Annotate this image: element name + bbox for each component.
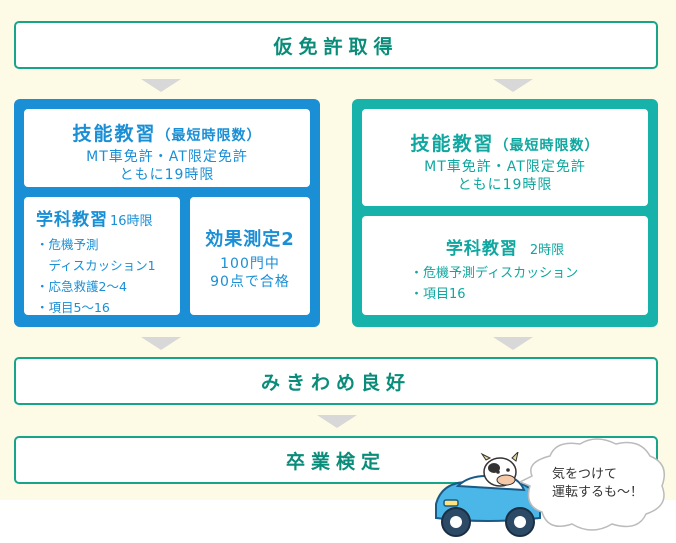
left-effect-line2: 90点で合格 bbox=[210, 274, 290, 290]
list-item: ・項目5〜16 bbox=[36, 300, 110, 315]
left-effect-title: 効果測定2 bbox=[205, 229, 295, 250]
list-item: ・応急救護2〜4 bbox=[36, 279, 127, 294]
step-graduation-label: 卒業検定 bbox=[285, 450, 386, 473]
right-skill-title: 技能教習 bbox=[410, 133, 495, 155]
left-effect-card: 効果測定2 100門中 90点で合格 bbox=[190, 197, 310, 315]
step-mikiwame-label: みきわめ良好 bbox=[260, 371, 411, 394]
right-skill-paren: （最短時限数） bbox=[494, 138, 600, 154]
step-provisional-license: 仮免許取得 bbox=[14, 21, 658, 69]
arrow-down-right-1 bbox=[493, 79, 533, 92]
left-academic-title: 学科教習 bbox=[36, 210, 108, 230]
left-skill-card: 技能教習（最短時限数） MT車免許・AT限定免許 ともに19時限 bbox=[24, 109, 310, 187]
arrow-down-right-2 bbox=[493, 337, 533, 350]
left-skill-title: 技能教習 bbox=[72, 123, 157, 145]
arrow-down-left-1 bbox=[141, 79, 181, 92]
left-skill-line1: MT車免許・AT限定免許 bbox=[86, 149, 248, 165]
list-item: ・危機予測 bbox=[36, 237, 99, 252]
list-item: ディスカッション1 bbox=[36, 258, 156, 273]
speech-bubble-icon bbox=[520, 438, 665, 531]
right-skill-line2: ともに19時限 bbox=[457, 177, 553, 193]
left-academic-hours: 16時限 bbox=[110, 214, 153, 229]
list-item: ・項目16 bbox=[410, 287, 466, 302]
left-skill-paren: （最短時限数） bbox=[156, 128, 262, 144]
step-provisional-label: 仮免許取得 bbox=[273, 35, 399, 58]
right-academic-title: 学科教習 bbox=[445, 239, 518, 259]
step-mikiwame: みきわめ良好 bbox=[14, 357, 658, 405]
arrow-down-left-2 bbox=[141, 337, 181, 350]
speech-bubble-text: 気をつけて 運転するも〜！ bbox=[552, 466, 662, 502]
left-skill-line2: ともに19時限 bbox=[119, 167, 215, 183]
right-academic-hours: 2時限 bbox=[529, 243, 565, 258]
list-item: ・危機予測ディスカッション bbox=[410, 266, 579, 281]
bubble-line2: 運転するも〜！ bbox=[552, 485, 644, 500]
right-academic-list: ・危機予測ディスカッション ・項目16 bbox=[410, 263, 648, 305]
bubble-line1: 気をつけて bbox=[552, 467, 618, 482]
left-effect-line1: 100門中 bbox=[220, 256, 280, 272]
right-skill-card: 技能教習（最短時限数） MT車免許・AT限定免許 ともに19時限 bbox=[362, 109, 648, 206]
right-academic-card: 学科教習 2時限 ・危機予測ディスカッション ・項目16 bbox=[362, 216, 648, 315]
arrow-down-center bbox=[317, 415, 357, 428]
right-panel: 技能教習（最短時限数） MT車免許・AT限定免許 ともに19時限 学科教習 2時限… bbox=[352, 99, 658, 327]
left-academic-list: ・危機予測 ディスカッション1 ・応急救護2〜4 ・項目5〜16 bbox=[36, 234, 180, 318]
right-skill-line1: MT車免許・AT限定免許 bbox=[424, 159, 586, 175]
